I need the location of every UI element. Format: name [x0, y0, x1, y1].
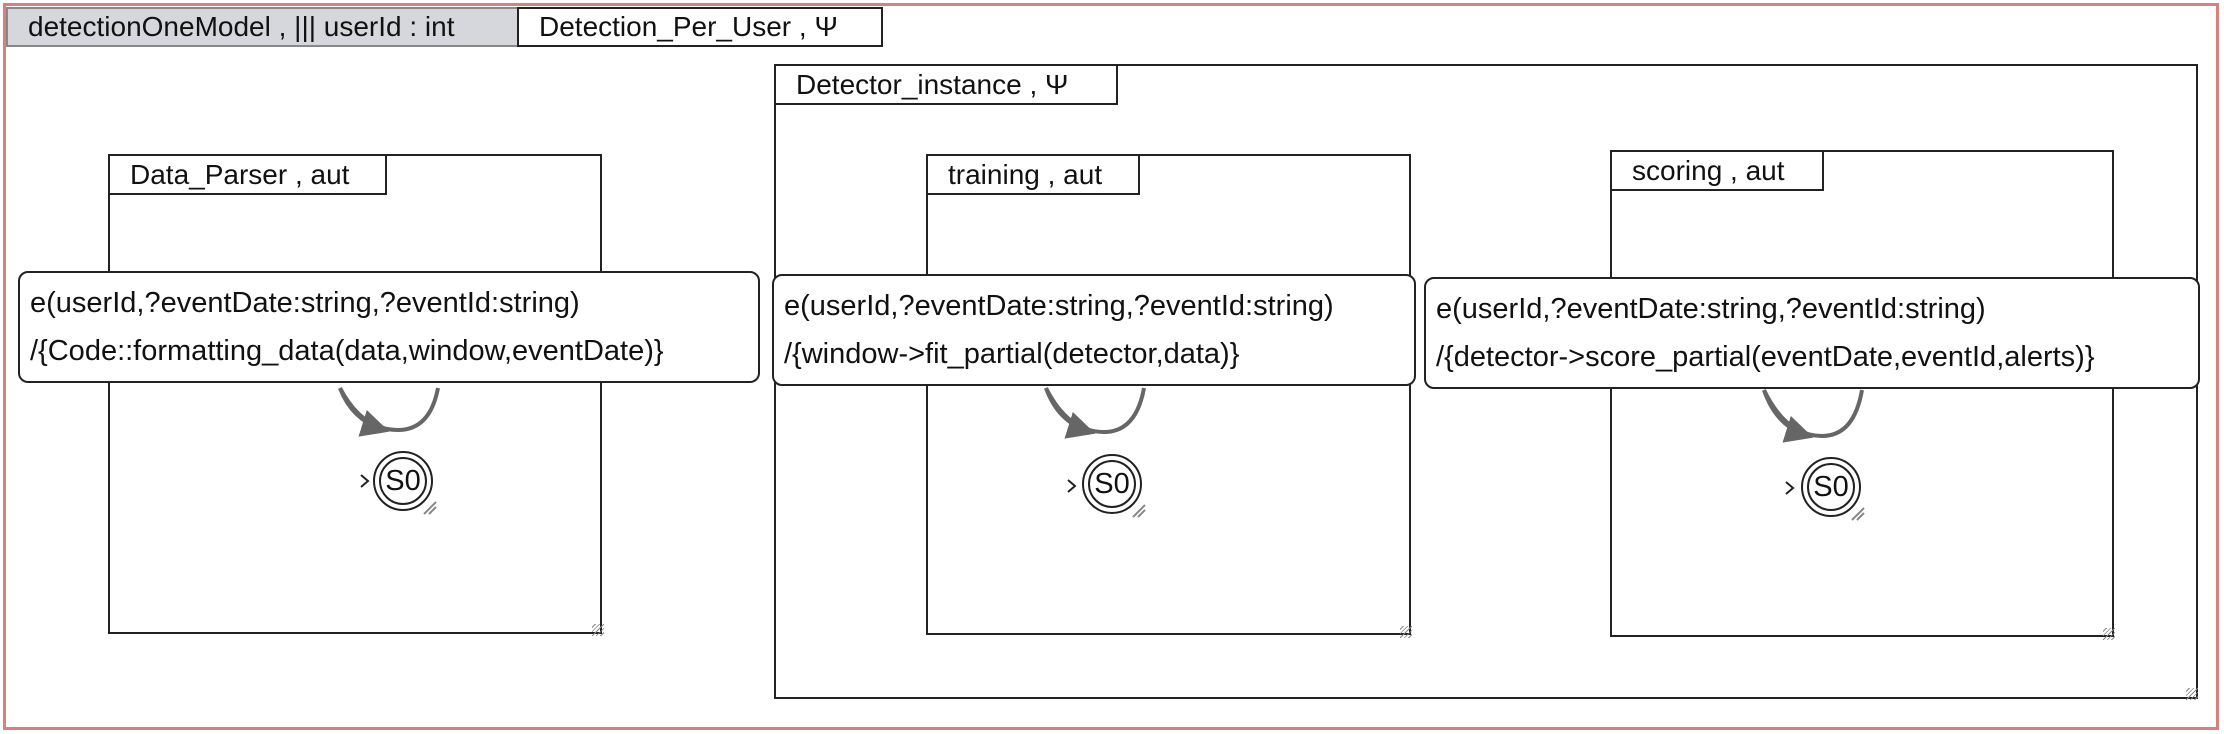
scoring-label: scoring , aut — [1612, 152, 1824, 191]
model-tab[interactable]: detectionOneModel , ||| userId : int — [6, 7, 519, 47]
transition-label[interactable]: e(userId,?eventDate:string,?eventId:stri… — [1424, 277, 2200, 389]
transition-label[interactable]: e(userId,?eventDate:string,?eventId:stri… — [18, 271, 760, 383]
transition-label[interactable]: e(userId,?eventDate:string,?eventId:stri… — [772, 274, 1416, 386]
training-label: training , aut — [928, 156, 1140, 195]
detection-per-user-tab[interactable]: Detection_Per_User , Ψ — [517, 7, 883, 47]
detector-instance-label: Detector_instance , Ψ — [776, 66, 1118, 105]
initial-state-pointer — [1785, 481, 1795, 495]
resize-handle[interactable] — [2103, 628, 2115, 640]
transition-event: e(userId,?eventDate:string,?eventId:stri… — [30, 287, 580, 319]
transition-event: e(userId,?eventDate:string,?eventId:stri… — [784, 290, 1334, 322]
resize-handle[interactable] — [2186, 688, 2198, 700]
self-loop-arrow — [1044, 387, 1146, 435]
resize-handle[interactable] — [1400, 626, 1412, 638]
transition-event: e(userId,?eventDate:string,?eventId:stri… — [1436, 293, 1986, 325]
self-loop-arrow — [1762, 389, 1864, 439]
data-parser-label: Data_Parser , aut — [110, 156, 387, 195]
transition-action: /{Code::formatting_data(data,window,even… — [30, 335, 664, 367]
state-label[interactable]: S0 — [1813, 471, 1849, 503]
initial-state-pointer — [360, 474, 370, 488]
scoring-frame[interactable] — [1610, 150, 2114, 637]
self-loop-arrow — [338, 387, 440, 433]
data-parser-frame[interactable] — [108, 154, 602, 634]
model-canvas — [3, 3, 2219, 730]
resize-handle[interactable] — [592, 624, 604, 636]
state-label[interactable]: S0 — [385, 465, 421, 497]
state-s0-inner — [1088, 460, 1136, 508]
transition-action: /{window->fit_partial(detector,data)} — [784, 338, 1240, 370]
initial-state-pointer — [1067, 479, 1077, 493]
transition-action: /{detector->score_partial(eventDate,even… — [1436, 341, 2095, 373]
state-s0-inner — [1807, 463, 1855, 511]
state-s0-inner — [379, 457, 427, 505]
training-frame[interactable] — [926, 154, 1411, 635]
state-label[interactable]: S0 — [1094, 468, 1130, 500]
